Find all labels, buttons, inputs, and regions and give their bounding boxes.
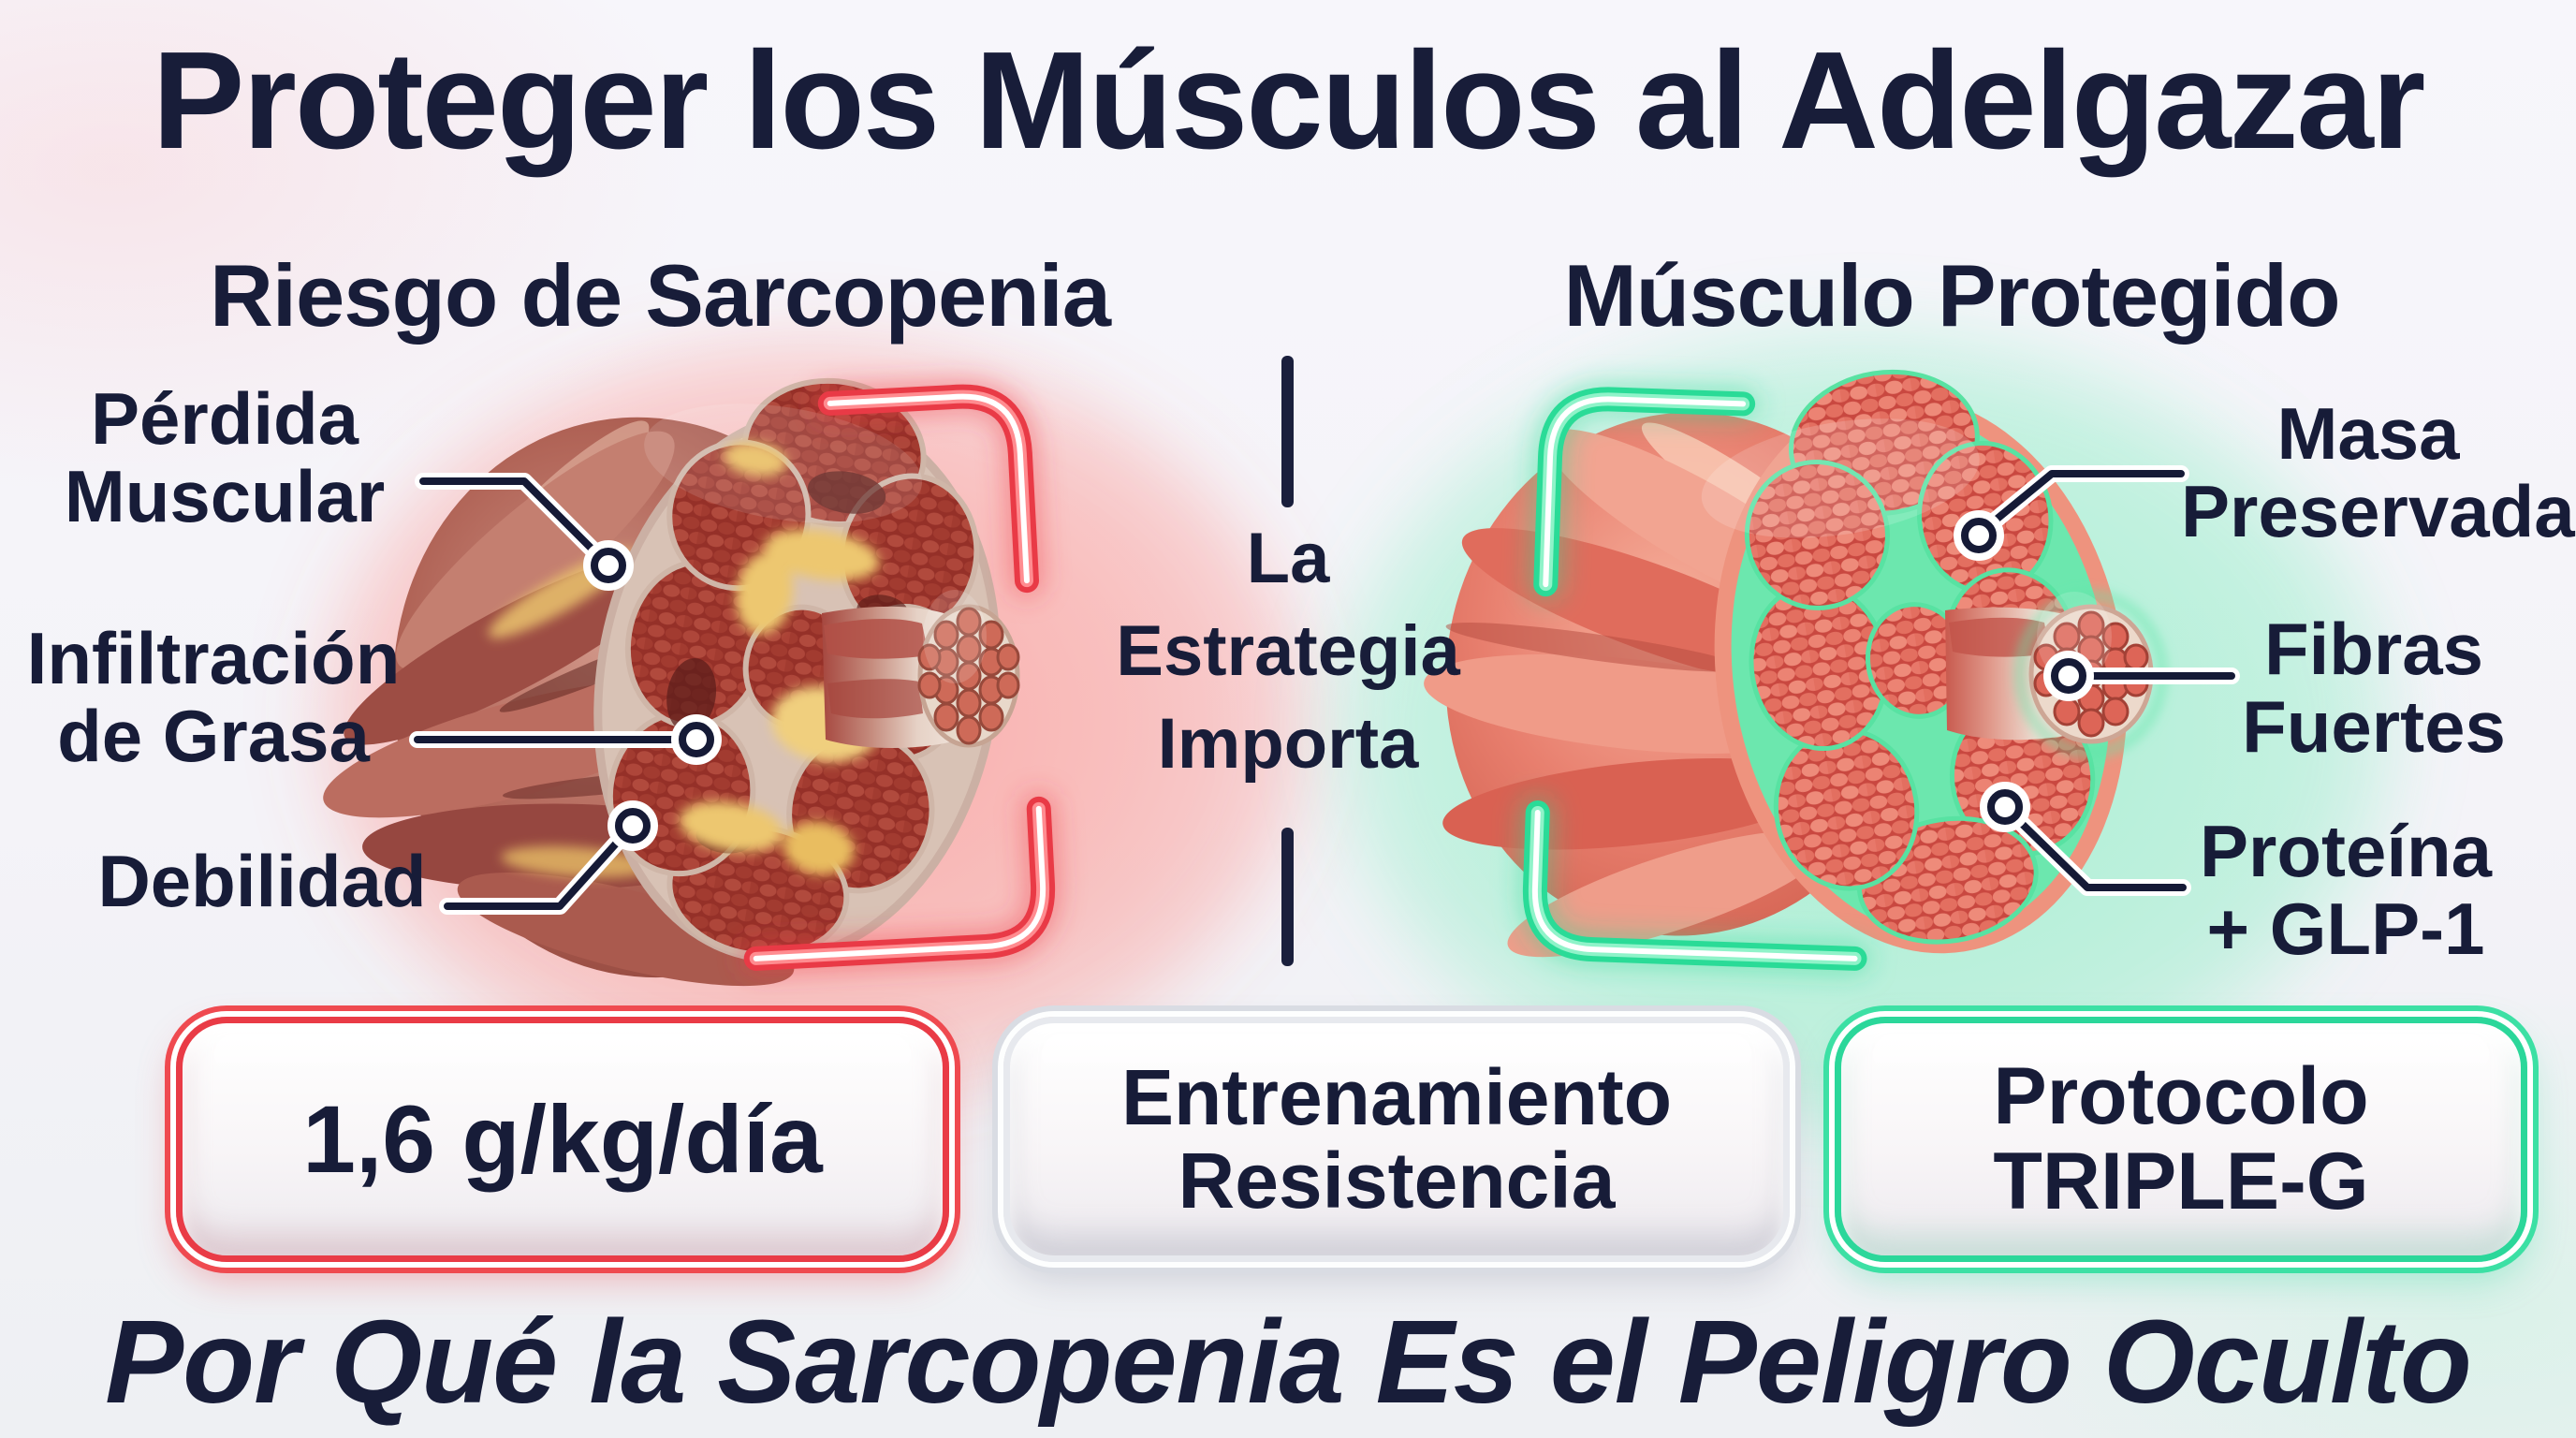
sick-fiber-bundle: [917, 590, 1020, 748]
resistance-training-badge: Entrenamiento Resistencia: [1003, 1017, 1790, 1262]
callout-endpoints: [583, 510, 2094, 851]
divider-bottom: [1281, 828, 1294, 966]
resistance-training-label: Entrenamiento Resistencia: [1120, 1052, 1673, 1225]
callout-label-weakness: Debilidad: [97, 840, 427, 922]
callout-label-protein-glp1: Proteína + GLP-1: [2199, 810, 2493, 970]
green-bracket-icon: [1518, 383, 1871, 975]
triple-g-protocol-badge: Protocolo TRIPLE-G: [1835, 1017, 2527, 1262]
page-title: Proteger los Músculos al Adelgazar: [152, 23, 2426, 178]
callout-label-mass-preserved: Masa Preservada: [2181, 392, 2575, 552]
red-bracket-icon: [739, 380, 1059, 975]
protein-dose-label: 1,6 g/kg/día: [302, 1085, 823, 1193]
callout-label-strong-fibers: Fibras Fuertes: [2242, 608, 2506, 768]
callout-label-fat-infiltration: Infiltración de Grasa: [26, 617, 401, 777]
right-section-heading: Músculo Protegido: [1563, 246, 2341, 345]
protein-dose-badge: 1,6 g/kg/día: [176, 1017, 949, 1262]
callout-label-muscle-loss: Pérdida Muscular: [64, 377, 386, 537]
center-strategy-message: La Estrategia Importa: [1116, 519, 1460, 784]
left-section-heading: Riesgo de Sarcopenia: [209, 246, 1111, 345]
footer-tagline: Por Qué la Sarcopenia Es el Peligro Ocul…: [105, 1296, 2472, 1428]
divider-top: [1281, 356, 1294, 507]
callout-lines: [409, 465, 2240, 915]
triple-g-protocol-label: Protocolo TRIPLE-G: [1993, 1050, 2369, 1226]
